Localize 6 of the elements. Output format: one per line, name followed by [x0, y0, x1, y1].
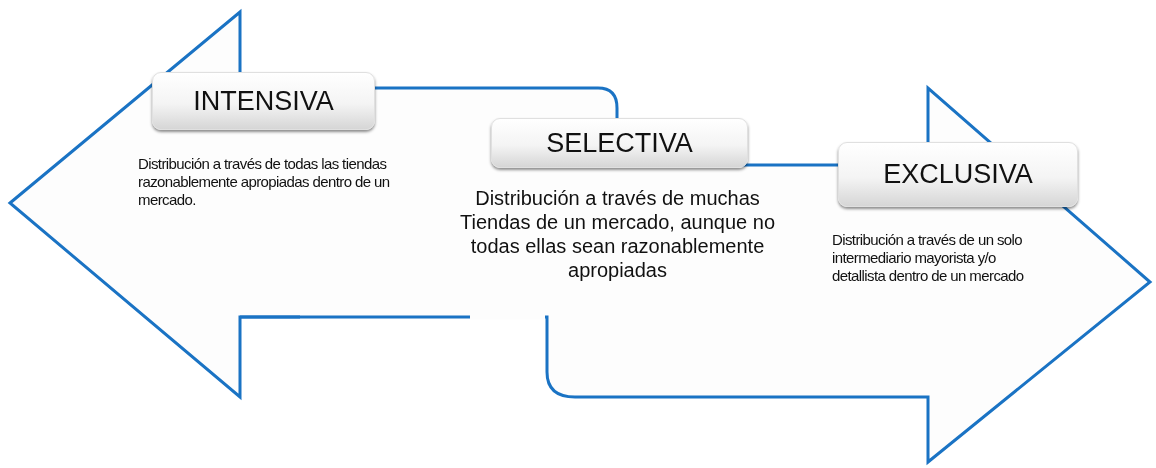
label-box: SELECTIVA: [491, 118, 748, 168]
description-text: Distribución a través de todas las tiendas razonablemente apropiadas dentro de un mercado.: [138, 155, 391, 209]
description-text: Distribución a través de un solo intermediario mayorista y/o detallista dentro de un mercado: [832, 231, 1025, 285]
label-box: EXCLUSIVA: [838, 142, 1078, 207]
label-box: INTENSIVA: [152, 72, 375, 130]
description-text: Distribución a través de muchas Tiendas de un mercado, aunque no todas ellas sean razonablemente apropiadas: [458, 186, 776, 282]
